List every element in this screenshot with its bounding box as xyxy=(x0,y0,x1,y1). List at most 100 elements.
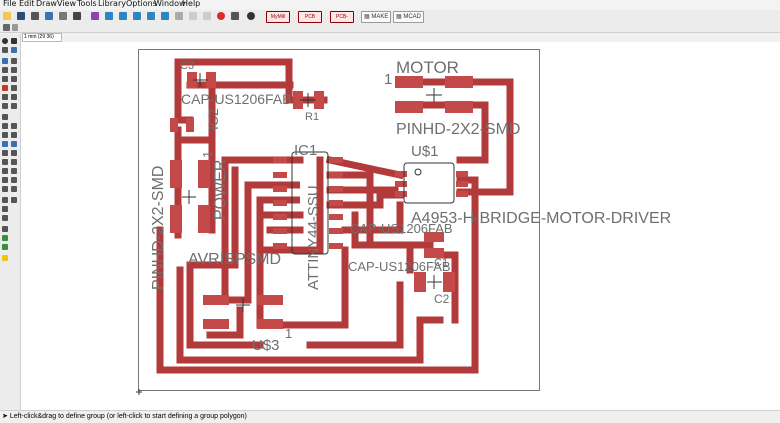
pad xyxy=(329,243,343,249)
u1-label: U$1 xyxy=(411,143,439,160)
coordinate-display: 1 mm (29 36) xyxy=(22,33,62,42)
via-icon[interactable] xyxy=(2,177,8,183)
ripup-icon[interactable] xyxy=(11,141,17,147)
hole-icon[interactable] xyxy=(11,177,17,183)
pad xyxy=(273,200,287,206)
pad xyxy=(395,171,407,177)
dimension-icon[interactable] xyxy=(11,186,17,192)
display-icon[interactable] xyxy=(2,47,8,53)
text-icon[interactable] xyxy=(11,150,17,156)
cut-icon[interactable] xyxy=(2,94,8,100)
mark-icon[interactable] xyxy=(11,47,17,53)
pad xyxy=(198,205,210,233)
pad xyxy=(329,172,343,178)
group-icon[interactable] xyxy=(11,76,17,82)
pad xyxy=(187,72,197,88)
zoom-last-icon[interactable] xyxy=(175,12,183,20)
paste-icon[interactable] xyxy=(11,94,17,100)
pin-left-label: PINHD-2X2-SMD xyxy=(150,166,167,290)
value-icon[interactable] xyxy=(11,123,17,129)
polygon-icon[interactable] xyxy=(11,168,17,174)
r1-label: R1 xyxy=(305,111,319,123)
errors-icon[interactable] xyxy=(2,226,8,232)
menu-options[interactable]: Options xyxy=(126,0,157,8)
mcad-icon: ▦ xyxy=(396,14,404,20)
print-icon[interactable] xyxy=(31,12,39,20)
menu-draw[interactable]: Draw xyxy=(36,0,57,8)
menu-window[interactable]: Window xyxy=(154,0,186,8)
delete-icon[interactable] xyxy=(2,85,8,91)
attribute-icon[interactable] xyxy=(2,186,8,192)
copy-icon[interactable] xyxy=(2,67,8,73)
undo-icon[interactable] xyxy=(189,12,197,20)
save-icon[interactable] xyxy=(17,12,25,20)
board-outline xyxy=(138,49,540,391)
silkscreen-labels: MOTOR 1 C3 CAP-US1206FAB IC2 R1 PINHD-2X… xyxy=(150,58,671,354)
optimize-icon[interactable] xyxy=(2,114,8,120)
menu-view[interactable]: View xyxy=(57,0,76,8)
copper-pads xyxy=(170,72,473,329)
menu-library[interactable]: Library xyxy=(98,0,126,8)
layer-icon[interactable] xyxy=(12,24,18,31)
zoom-fit-icon[interactable] xyxy=(105,12,113,20)
change-icon[interactable] xyxy=(11,85,17,91)
status-arrow-icon: ➤ xyxy=(2,413,8,420)
rotate-icon[interactable] xyxy=(11,67,17,73)
warning-icon[interactable] xyxy=(2,255,8,261)
zoom-select-icon[interactable] xyxy=(161,12,169,20)
route-icon[interactable] xyxy=(2,141,8,147)
circle-icon[interactable] xyxy=(2,159,8,165)
erc-icon[interactable] xyxy=(2,206,8,212)
zoom-in-icon[interactable] xyxy=(119,12,127,20)
board-switch-icon[interactable] xyxy=(59,12,67,20)
stop-icon[interactable] xyxy=(217,12,225,20)
name-icon[interactable] xyxy=(2,132,8,138)
zoom-redraw-icon[interactable] xyxy=(147,12,155,20)
pad xyxy=(424,232,444,242)
menu-tools[interactable]: Tools xyxy=(77,0,97,8)
move-icon[interactable] xyxy=(11,58,17,64)
ulp-icon[interactable] xyxy=(91,12,99,20)
redo-icon[interactable] xyxy=(203,12,211,20)
arc-icon[interactable] xyxy=(11,159,17,165)
cam-icon[interactable] xyxy=(45,12,53,20)
green-tool-icon[interactable] xyxy=(2,235,8,241)
wire-icon[interactable] xyxy=(2,150,8,156)
make-button[interactable]: ▦ MAKE xyxy=(361,11,392,23)
split-icon[interactable] xyxy=(2,103,8,109)
open-icon[interactable] xyxy=(3,12,11,20)
left-toolbar xyxy=(0,34,21,410)
mirror-icon[interactable] xyxy=(2,76,8,82)
layer-tool-icon[interactable] xyxy=(2,244,8,250)
select-arrow-icon[interactable] xyxy=(2,58,8,64)
rect-icon[interactable] xyxy=(2,168,8,174)
autorouter-icon[interactable] xyxy=(11,197,17,203)
go-icon[interactable] xyxy=(231,12,239,20)
menu-help[interactable]: Help xyxy=(182,0,201,8)
attiny-label: ATTINY44-SSU xyxy=(305,185,322,290)
lock-icon[interactable] xyxy=(11,103,17,109)
menu-file[interactable]: File xyxy=(3,0,17,8)
smash-icon[interactable] xyxy=(2,123,8,129)
pad xyxy=(395,191,407,197)
status-message: Left-click&drag to define group (or left… xyxy=(9,413,247,420)
miter-icon[interactable] xyxy=(11,132,17,138)
pad xyxy=(314,91,324,109)
cap-low-label: CAP-US1206FAB xyxy=(348,259,451,274)
avrisp-label: AVRISPSMD xyxy=(188,251,281,268)
driver-label: A4953-H-BRIDGE-MOTOR-DRIVER xyxy=(411,210,671,227)
pad xyxy=(293,91,303,109)
grid-icon[interactable] xyxy=(3,24,10,31)
show-icon[interactable] xyxy=(11,38,17,44)
mcad-button[interactable]: ▦ MCAD xyxy=(393,11,425,23)
help-icon[interactable] xyxy=(247,12,255,20)
pad xyxy=(456,191,468,197)
ratsnest-icon[interactable] xyxy=(2,197,8,203)
info-icon[interactable] xyxy=(2,38,8,44)
pcb-layout: MOTOR 1 C3 CAP-US1206FAB IC2 R1 PINHD-2X… xyxy=(136,58,671,395)
menu-edit[interactable]: Edit xyxy=(19,0,35,8)
drc-icon[interactable] xyxy=(2,215,8,221)
script-icon[interactable] xyxy=(73,12,81,20)
pad xyxy=(170,205,182,233)
zoom-out-icon[interactable] xyxy=(133,12,141,20)
